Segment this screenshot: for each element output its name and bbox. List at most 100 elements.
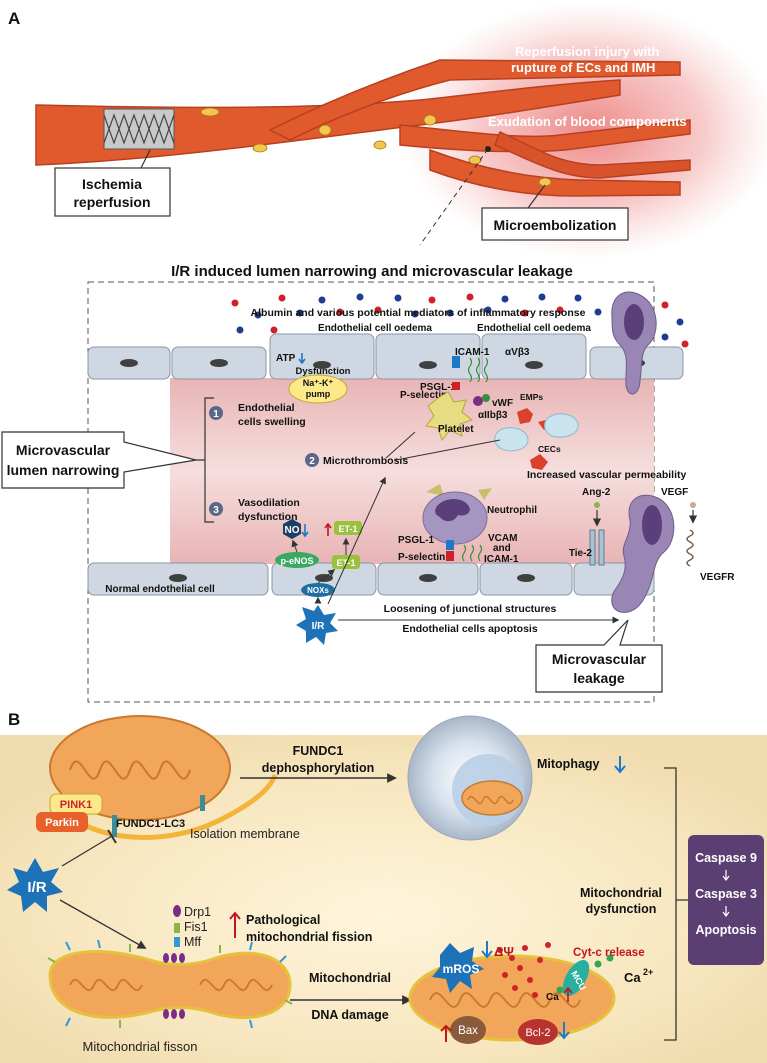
- dysf-line2: dysfunction: [586, 902, 657, 916]
- tie2-label: Tie-2: [569, 548, 593, 559]
- mros-label: mROS: [443, 962, 480, 976]
- mros-star: [432, 943, 484, 993]
- callout-ischemia: Ischemia reperfusion: [54, 149, 171, 217]
- neutrophil: [422, 484, 492, 545]
- ir-inhibit-bar: [107, 829, 117, 844]
- stent: [103, 108, 175, 150]
- bcl2-label: Bcl-2: [525, 1027, 550, 1039]
- oedema-label-1: Endothelial cell oedema: [318, 323, 432, 334]
- psgl1-top-label: PSGL-1: [420, 382, 457, 393]
- casp3-label: Caspase 3: [695, 887, 757, 901]
- aiib-label: αIIbβ3: [478, 410, 508, 421]
- bcl2-down-arrow: [558, 1022, 570, 1040]
- fis1-icon: [174, 923, 180, 933]
- panel-a: A: [1, 0, 767, 703]
- mff-label: Mff: [184, 935, 202, 949]
- dpsi-label: ΔΨ: [494, 944, 514, 959]
- casp-arrow-2: [722, 906, 730, 917]
- lumen-line1: Microvascular: [16, 442, 111, 458]
- vasodilation-line2: dysfunction: [238, 511, 298, 523]
- et1-box-b: [332, 555, 360, 569]
- exudation-label: Exudation of blood components: [488, 114, 687, 129]
- cec-1: [544, 413, 579, 438]
- pump-line2: pump: [306, 389, 331, 399]
- mitophagy-label: Mitophagy: [537, 757, 600, 771]
- no-down-arrow: [301, 524, 309, 538]
- vegf-ligand: [690, 502, 696, 508]
- casp-arrow-1: [722, 870, 730, 881]
- vcam-label: VCAM: [488, 533, 517, 544]
- noxs-oval: [301, 583, 335, 597]
- oedema-label-2: Endothelial cell oedema: [477, 323, 591, 334]
- coronary-vessel: [35, 59, 691, 197]
- dpsi-down-arrow: [481, 941, 493, 959]
- fis1-label: Fis1: [184, 920, 208, 934]
- dephos-line1: FUNDC1: [293, 744, 344, 758]
- loosening-label: Loosening of junctional structures: [384, 603, 557, 615]
- cec-2: [494, 427, 529, 452]
- peNOS-oval: [275, 552, 319, 568]
- number-3: 3: [213, 505, 219, 516]
- endothelium-top: [87, 333, 684, 380]
- emps-label: EMPs: [520, 392, 543, 402]
- microthrombosis-pointer: [385, 431, 416, 459]
- vwf-label: vWF: [492, 398, 513, 409]
- number-1-badge: [209, 406, 223, 420]
- na-k-pump: [288, 374, 348, 404]
- zoom-line: [419, 148, 489, 246]
- detail-title: I/R induced lumen narrowing and microvas…: [171, 263, 573, 280]
- engulfed-mito-cristae: [467, 795, 514, 805]
- swelling-line2: cells swelling: [238, 416, 306, 428]
- leakage-line2: leakage: [573, 670, 625, 686]
- bax-up-arrow: [440, 1024, 452, 1042]
- ang2-ligand: [594, 502, 600, 508]
- zoom-point: [485, 146, 491, 152]
- fission-up-arrow: [229, 911, 241, 938]
- ca-up-arrow: [563, 986, 573, 1002]
- fundc1-marker-1: [112, 815, 117, 837]
- normal-ec-label: Normal endothelial cell: [105, 584, 215, 595]
- drp1-label: Drp1: [184, 905, 211, 919]
- platelet: [425, 391, 474, 442]
- panel-a-label: A: [8, 9, 20, 28]
- ir-star-a: [296, 605, 338, 645]
- atp-down-arrow: [298, 353, 306, 365]
- neutrophil-label: Neutrophil: [487, 505, 537, 516]
- psgl1-receptor: [452, 356, 460, 368]
- emp-1: [517, 408, 533, 424]
- vwf-dot-2: [482, 394, 490, 402]
- pselectin-top-label: P-selectin: [400, 390, 447, 401]
- dna-line1: Mitochondrial: [309, 971, 391, 985]
- ir-to-fission-arrow: [59, 899, 147, 949]
- vegf-label: VEGF: [661, 487, 688, 498]
- fundc1-lc3-label: FUNDC1-LC3: [116, 818, 185, 830]
- icam1-top-label: ICAM-1: [455, 347, 490, 358]
- et1-up-arrow: [324, 522, 332, 536]
- microembolization-label: Microembolization: [494, 217, 617, 233]
- tie2-receptor: [589, 529, 605, 566]
- vasodilation-line1: Vasodilation: [238, 497, 300, 509]
- fission-line1: Pathological: [246, 913, 320, 927]
- ca-sup-label: 2+: [643, 967, 653, 977]
- leakage-line1: Microvascular: [552, 651, 647, 667]
- leaking-cell-bottom: [611, 494, 675, 613]
- drp1-icon: [173, 905, 181, 917]
- caspase-box: [688, 835, 764, 965]
- psgl1-bottom-label: PSGL-1: [398, 535, 435, 546]
- leakage-callout-box: [535, 619, 663, 693]
- permeability-label: Increased vascular permeability: [527, 469, 686, 481]
- panel-b-label: B: [8, 710, 20, 729]
- platelet-label: Platelet: [438, 424, 474, 435]
- ir-to-microthrombosis-arrow: [327, 476, 386, 605]
- vegfr-label: VEGFR: [700, 572, 735, 583]
- vcam-coils: [461, 544, 483, 562]
- ir-label-b: I/R: [27, 879, 46, 896]
- casp9-label: Caspase 9: [695, 851, 757, 865]
- ca-label-group: Ca 2+: [624, 967, 653, 985]
- microthrombosis-pointer-2: [395, 439, 501, 461]
- number-1: 1: [213, 409, 219, 420]
- callout-microembolization: Microembolization: [481, 184, 629, 241]
- bax-blob: [450, 1016, 486, 1044]
- reperfusion-label: reperfusion: [73, 194, 150, 210]
